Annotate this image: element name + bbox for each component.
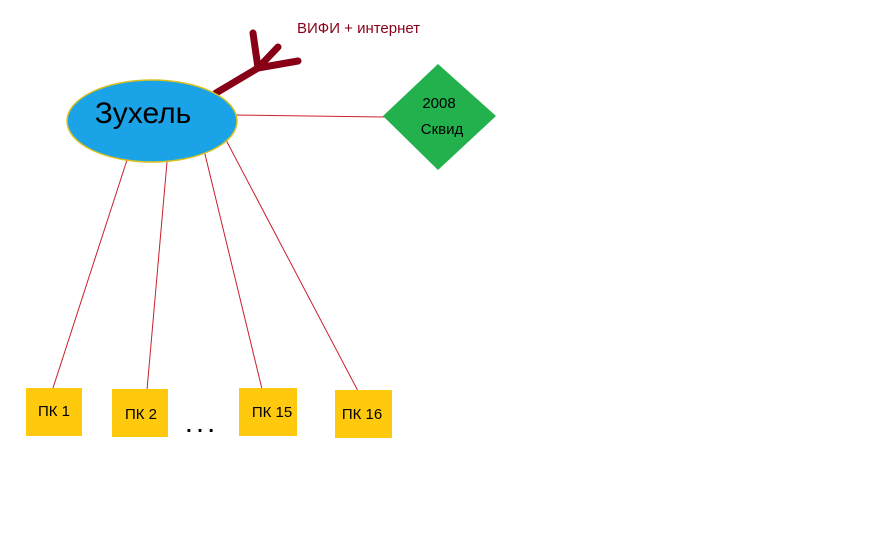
pc-box xyxy=(26,388,82,436)
link-router-pc1 xyxy=(52,159,128,389)
pc-label: ПК 1 xyxy=(38,403,70,420)
antenna-label: ВИФИ + интернет xyxy=(297,20,420,37)
pc-label: ПК 16 xyxy=(342,406,382,423)
router-node xyxy=(66,79,238,163)
pc-box xyxy=(335,390,392,438)
pc-15: ПК 15 xyxy=(239,388,297,436)
link-router-server xyxy=(231,114,387,118)
link-router-pc15 xyxy=(202,145,263,390)
server-year-label: 2008 xyxy=(422,95,455,112)
pc-label: ПК 15 xyxy=(252,404,292,421)
server-node xyxy=(383,64,496,170)
connections xyxy=(52,114,387,392)
link-router-pc2 xyxy=(146,161,168,391)
pc-16: ПК 16 xyxy=(335,390,392,438)
pc-label: ПК 2 xyxy=(125,406,157,423)
pc-2: ПК 2 xyxy=(112,389,168,437)
antenna-icon xyxy=(212,29,302,97)
pc-box xyxy=(239,388,297,436)
server-name-label: Сквид xyxy=(421,121,464,138)
pc-box xyxy=(112,389,168,437)
pc-ellipsis: . . . xyxy=(186,415,214,437)
pc-1: ПК 1 xyxy=(26,388,82,436)
router-label: Зухель xyxy=(95,97,192,130)
link-router-pc16 xyxy=(225,139,359,392)
